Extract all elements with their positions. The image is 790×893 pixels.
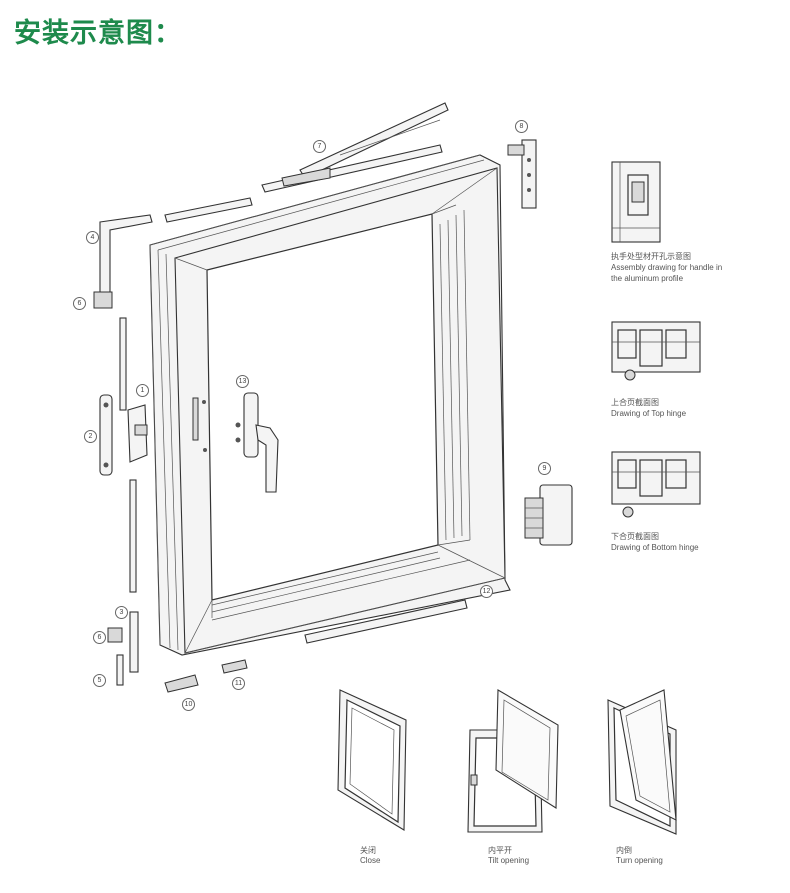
part-number-13: 13 <box>236 375 249 388</box>
bottom-lock-parts <box>107 611 139 686</box>
window-handle <box>235 392 279 493</box>
corner-drive <box>93 214 153 309</box>
bottom-hinge-caption-en: Drawing of Bottom hinge <box>611 543 699 552</box>
part-number-5: 5 <box>93 674 106 687</box>
close-caption-en: Close <box>360 856 381 865</box>
bottom-hinge-bar <box>304 599 468 644</box>
opening-tilt <box>467 689 559 833</box>
part-number-6: 6 <box>73 297 86 310</box>
tilt-caption-zh: 内平开 <box>488 846 512 855</box>
part-number-4: 4 <box>86 231 99 244</box>
close-caption-zh: 关闭 <box>360 846 376 855</box>
left-upper-rod <box>119 317 127 411</box>
part-number-12: 12 <box>480 585 493 598</box>
handle-hole-caption-en2: the aluminum profile <box>611 274 684 283</box>
top-transmission-bar <box>164 197 253 223</box>
top-hinge-caption-en: Drawing of Top hinge <box>611 409 687 418</box>
part-number-6b: 6 <box>93 631 106 644</box>
striker-11 <box>221 659 248 674</box>
part-number-7: 7 <box>313 140 326 153</box>
top-hinge-caption-zh: 上合页截面图 <box>611 398 659 407</box>
opening-turn <box>607 689 677 835</box>
part-number-10: 10 <box>182 698 195 711</box>
tilt-caption-en: Tilt opening <box>488 856 530 865</box>
part-number-3: 3 <box>115 606 128 619</box>
turn-caption-zh: 内倒 <box>616 846 632 855</box>
turn-caption-en: Turn opening <box>616 856 663 865</box>
handle-hole-caption-zh: 执手处型材开孔示意图 <box>611 252 691 261</box>
part-number-1: 1 <box>136 384 149 397</box>
part-number-8: 8 <box>515 120 528 133</box>
top-stay-arm <box>261 102 449 193</box>
part-number-9: 9 <box>538 462 551 475</box>
top-hinge <box>507 139 537 209</box>
window-frame <box>149 154 511 656</box>
left-lower-rod <box>129 479 137 593</box>
part-number-2: 2 <box>84 430 97 443</box>
center-lock-gear <box>99 394 148 476</box>
top-hinge-section <box>611 321 701 381</box>
bottom-hinge-caption-zh: 下合页截面图 <box>611 532 659 541</box>
opening-close <box>337 689 407 831</box>
striker-10 <box>164 674 199 693</box>
bottom-hinge-section <box>611 451 701 518</box>
page-title: 安装示意图： <box>14 18 182 49</box>
part-number-11: 11 <box>232 677 245 690</box>
bottom-hinge <box>524 484 573 546</box>
handle-hole-caption-en1: Assembly drawing for handle in <box>611 263 723 272</box>
handle-hole-detail <box>611 161 661 243</box>
